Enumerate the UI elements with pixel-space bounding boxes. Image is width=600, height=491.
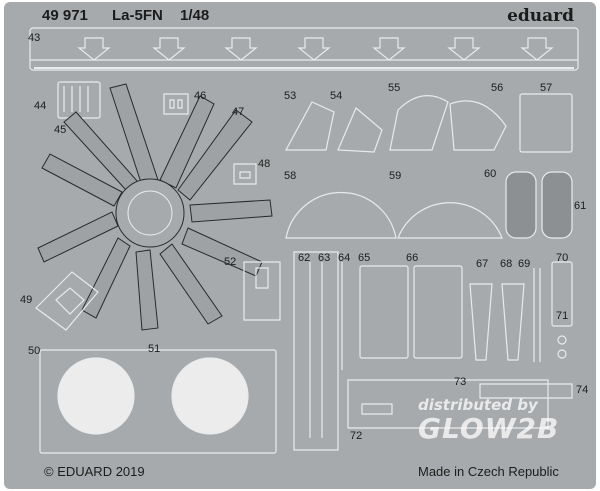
- part-69: [533, 268, 541, 362]
- part-60: [505, 171, 537, 239]
- part-66: [413, 265, 463, 359]
- part-label-57: 57: [540, 82, 553, 94]
- part-57: [519, 93, 573, 153]
- parts-53-56: [284, 95, 507, 153]
- watermark-line2: GLOW2B: [418, 412, 560, 445]
- part-52: [243, 261, 281, 321]
- part-label-72: 72: [350, 430, 363, 442]
- part-label-74: 74: [576, 384, 589, 396]
- part-label-51: 51: [148, 343, 161, 355]
- part-48: [233, 163, 257, 185]
- sheet-scale: 1/48: [180, 7, 210, 24]
- part-58: [285, 192, 397, 239]
- part-67: [469, 283, 493, 361]
- part-label-53: 53: [284, 90, 297, 102]
- part-label-61: 61: [574, 200, 587, 212]
- part-label-47: 47: [232, 106, 245, 118]
- part-44-45: [57, 81, 101, 119]
- part-label-71: 71: [556, 310, 569, 322]
- part-label-66: 66: [406, 252, 419, 264]
- part-label-46: 46: [194, 90, 207, 102]
- distributor-watermark: distributed by GLOW2B: [418, 396, 559, 445]
- part-label-55: 55: [388, 82, 401, 94]
- part-label-62: 62: [298, 252, 311, 264]
- sheet-title: La-5FN: [112, 7, 163, 24]
- part-72: [347, 379, 549, 429]
- part-label-43: 43: [28, 32, 41, 44]
- part-70-71: [551, 261, 573, 359]
- part-label-64: 64: [338, 252, 351, 264]
- part-label-56: 56: [491, 82, 504, 94]
- part-label-44: 44: [34, 100, 47, 112]
- part-label-63: 63: [318, 252, 331, 264]
- origin-text: Made in Czech Republic: [418, 464, 559, 479]
- sheet-code: 49 971: [42, 7, 88, 24]
- part-49: [35, 271, 99, 331]
- part-label-68: 68: [500, 258, 513, 270]
- eduard-logo: eduard: [507, 6, 574, 26]
- part-label-65: 65: [358, 252, 371, 264]
- part-label-58: 58: [284, 170, 297, 182]
- part-label-50: 50: [28, 345, 41, 357]
- part-73-74: [479, 383, 573, 399]
- part-label-60: 60: [484, 168, 497, 180]
- part-47: [37, 83, 273, 331]
- part-label-67: 67: [476, 258, 489, 270]
- part-43: [29, 27, 579, 71]
- part-59: [397, 202, 503, 239]
- part-label-52: 52: [224, 256, 237, 268]
- part-label-48: 48: [258, 158, 271, 170]
- part-61: [541, 171, 573, 239]
- watermark-line1: distributed by: [418, 396, 538, 414]
- part-label-45: 45: [54, 124, 67, 136]
- part-65: [359, 265, 409, 359]
- part-label-54: 54: [330, 90, 343, 102]
- part-label-70: 70: [556, 252, 569, 264]
- part-62-63: [293, 251, 339, 451]
- part-50-51: [39, 349, 277, 454]
- part-label-49: 49: [20, 294, 33, 306]
- part-label-73: 73: [454, 376, 467, 388]
- copyright-text: © EDUARD 2019: [44, 464, 145, 479]
- part-46: [163, 93, 189, 115]
- part-label-69: 69: [518, 258, 531, 270]
- part-label-59: 59: [389, 170, 402, 182]
- part-68: [501, 283, 525, 361]
